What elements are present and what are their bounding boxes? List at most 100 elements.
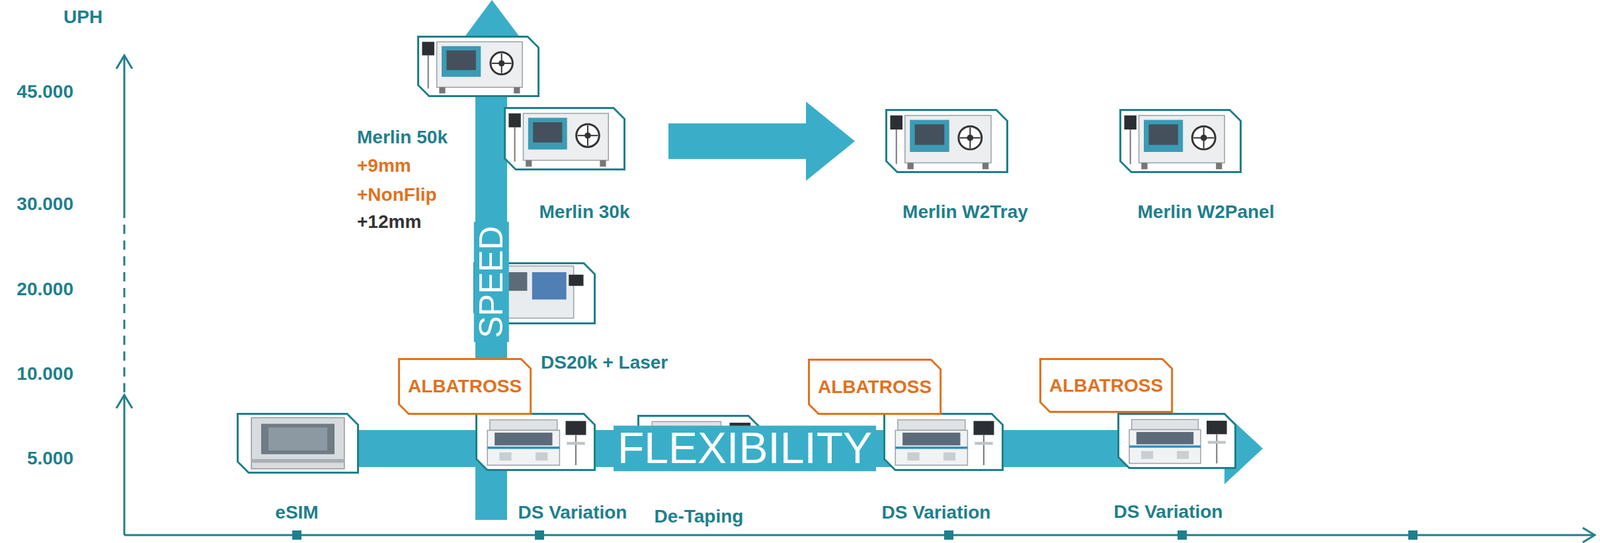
machine-label: +NonFlip bbox=[357, 184, 438, 206]
machine-shelf bbox=[566, 442, 585, 445]
axis-title: UPH bbox=[63, 7, 103, 27]
machine-panel bbox=[532, 272, 567, 300]
monitor-stand bbox=[1215, 434, 1218, 464]
machine-leg bbox=[907, 162, 914, 170]
machine-frame: DS Variation bbox=[1117, 413, 1237, 470]
axis-tick-label: 20.000 bbox=[16, 279, 74, 299]
product-tag: ALBATROSS bbox=[807, 359, 942, 416]
machine-spoke bbox=[1203, 127, 1205, 149]
machine-leg bbox=[1141, 162, 1148, 170]
machine-frame: Merlin W2Panel bbox=[1119, 109, 1242, 174]
machine-body bbox=[895, 430, 968, 466]
machine-door bbox=[907, 452, 920, 461]
machine-body bbox=[497, 266, 574, 319]
machine-monitor bbox=[565, 421, 587, 436]
machine-spoke bbox=[969, 127, 971, 149]
y-axis-break bbox=[123, 208, 126, 395]
frame-outline bbox=[505, 108, 625, 170]
machine-label: Merlin W2Panel bbox=[1137, 201, 1275, 223]
machine-body bbox=[1129, 430, 1201, 465]
x-axis-marker bbox=[1177, 530, 1187, 541]
x-axis-marker bbox=[944, 530, 954, 541]
machine-panel bbox=[441, 46, 481, 78]
machine-hood bbox=[489, 420, 558, 432]
machine-picture bbox=[1117, 413, 1237, 470]
machine-leg bbox=[1215, 162, 1222, 170]
machine-body bbox=[522, 113, 609, 161]
machine-label: DS Variation bbox=[1114, 501, 1224, 523]
frame-outline bbox=[1120, 110, 1241, 173]
machine-frame: Merlin 50k+9mm+NonFlip+12mm bbox=[417, 35, 540, 98]
frame-outline bbox=[476, 414, 596, 471]
machine-door bbox=[499, 452, 512, 461]
x-axis-line bbox=[124, 534, 1594, 537]
machine-wheel bbox=[576, 124, 600, 148]
machine-door bbox=[943, 452, 956, 461]
machine-panel bbox=[909, 119, 950, 152]
monitor-stand bbox=[895, 129, 898, 164]
flexibility-arrow bbox=[357, 413, 1263, 485]
tag-outline bbox=[398, 359, 531, 415]
machine-hood bbox=[1131, 419, 1199, 430]
x-axis-marker bbox=[292, 530, 302, 541]
machine-frame: eSIM bbox=[236, 413, 360, 475]
machine-wheel bbox=[958, 126, 982, 150]
machine-leg bbox=[513, 87, 520, 94]
machine-door bbox=[1141, 451, 1154, 460]
monitor-stand bbox=[514, 127, 516, 162]
machine-monitor bbox=[508, 113, 521, 128]
machine-spoke bbox=[501, 53, 503, 74]
machine-monitor bbox=[568, 275, 584, 287]
machine-body bbox=[905, 115, 992, 164]
machine-label: DS Variation bbox=[881, 502, 992, 524]
machine-panel bbox=[1143, 119, 1183, 152]
machine-picture bbox=[1119, 109, 1242, 174]
frame-outline bbox=[884, 414, 1003, 471]
machine-monitor bbox=[1206, 421, 1228, 435]
machine-window bbox=[532, 122, 562, 143]
machine-picture bbox=[236, 413, 360, 475]
frame-outline bbox=[1118, 414, 1236, 469]
machine-interior bbox=[268, 427, 328, 451]
machine-body bbox=[1139, 115, 1226, 164]
machine-window bbox=[902, 433, 960, 446]
x-axis-marker bbox=[534, 530, 545, 541]
machine-window bbox=[446, 50, 476, 71]
y-axis-arrowhead bbox=[116, 55, 133, 69]
tag-text: ALBATROSS bbox=[407, 376, 522, 398]
machine-window bbox=[494, 433, 553, 446]
machine-monitor bbox=[1123, 115, 1137, 130]
machine-body bbox=[251, 417, 345, 469]
machine-frame: Merlin W2Tray bbox=[885, 109, 1009, 174]
machine-wheel bbox=[490, 52, 513, 75]
machine-door bbox=[535, 452, 548, 461]
tag-outline bbox=[808, 360, 941, 415]
machine-frame: DS Variation bbox=[475, 413, 596, 472]
monitor-stand bbox=[1129, 129, 1132, 164]
axis-tick-label: 10.000 bbox=[16, 364, 74, 384]
y-axis-line bbox=[123, 396, 126, 536]
machine-window bbox=[915, 124, 945, 145]
block-arrow bbox=[668, 101, 855, 182]
machine-picture bbox=[885, 109, 1009, 174]
machine-label: De-Taping bbox=[654, 506, 744, 528]
machine-wheel bbox=[1192, 126, 1216, 150]
machine-picture bbox=[503, 107, 626, 171]
machine-panel bbox=[528, 117, 568, 150]
machine-window bbox=[1148, 124, 1178, 145]
monitor-stand bbox=[983, 435, 985, 466]
machine-shelf bbox=[974, 442, 993, 445]
machine-body bbox=[487, 430, 560, 466]
product-tag: ALBATROSS bbox=[398, 358, 532, 416]
machine-label: Merlin 30k bbox=[539, 201, 631, 223]
machine-door bbox=[1176, 451, 1189, 460]
machine-picture bbox=[417, 35, 540, 98]
tag-outline bbox=[1040, 359, 1172, 413]
machine-label: +9mm bbox=[357, 155, 412, 177]
machine-shelf bbox=[1207, 441, 1226, 445]
machine-leg bbox=[599, 160, 606, 168]
machine-label: Merlin W2Tray bbox=[902, 201, 1029, 223]
machine-leg bbox=[982, 162, 989, 170]
y-axis-line bbox=[123, 56, 126, 209]
